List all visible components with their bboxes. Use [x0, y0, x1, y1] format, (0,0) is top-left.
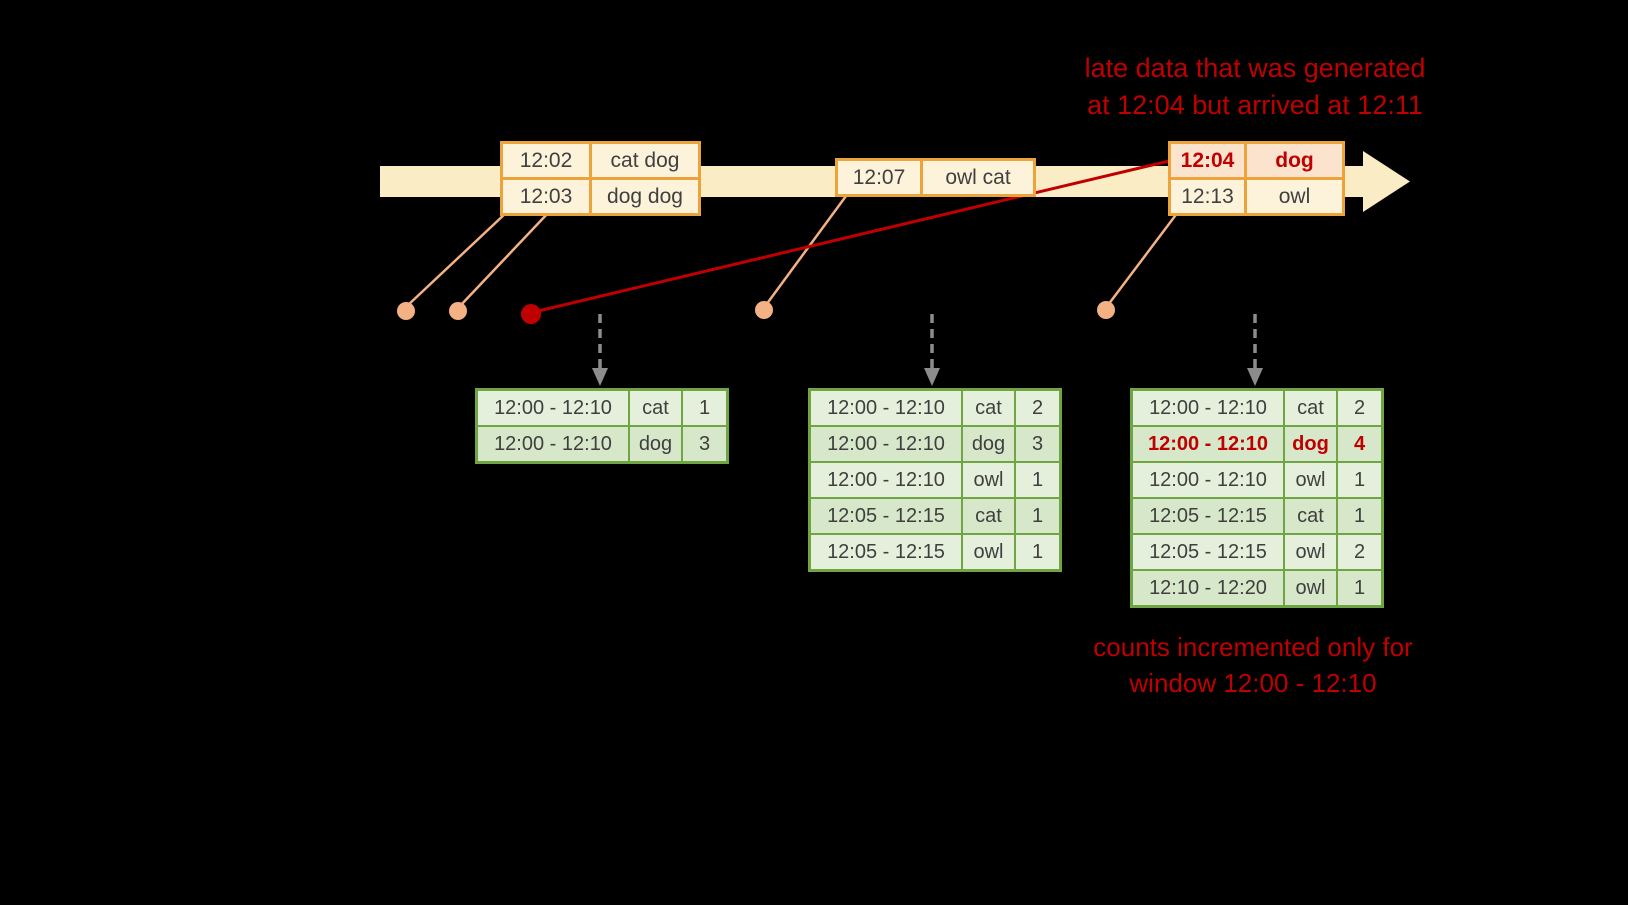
counts-note-line2: window 12:00 - 12:10: [1129, 667, 1377, 698]
table-row: 12:05 - 12:15 owl 1: [811, 533, 1059, 569]
table-row: 12:05 - 12:15 cat 1: [811, 497, 1059, 533]
table-row: 12:05 - 12:15 owl 2: [1133, 533, 1381, 569]
word-cell: owl: [961, 535, 1014, 569]
event-words-cell: owl cat: [920, 161, 1033, 194]
counts-note-line1: counts incremented only for: [1093, 632, 1413, 662]
result-table-3: 12:00 - 12:10 cat 2 12:00 - 12:10 dog 4 …: [1130, 388, 1384, 608]
table-row: 12:00 - 12:10 dog 3: [811, 425, 1059, 461]
event-dot: [755, 301, 773, 319]
event-dot: [1097, 301, 1115, 319]
window-cell: 12:10 - 12:20: [1149, 576, 1267, 599]
count-cell: 1: [681, 391, 726, 425]
count-cell: 3: [681, 427, 726, 461]
table-row: 12:00 - 12:10 cat 2: [811, 391, 1059, 425]
event-time-cell: 12:13: [1181, 184, 1234, 208]
count-cell: 1: [1014, 535, 1059, 569]
event-group-1: 12:02 cat dog 12:03 dog dog: [500, 141, 701, 216]
event-time-cell: 12:03: [519, 184, 573, 208]
table-row: 12:00 - 12:10 dog 3: [478, 425, 726, 461]
word-cell: cat: [961, 391, 1014, 425]
event-dots: [397, 301, 1115, 320]
late-data-dot: [521, 304, 541, 324]
event-group-3: 12:04 dog 12:13 owl: [1168, 141, 1345, 216]
event-group-2: 12:07 owl cat: [835, 158, 1036, 197]
event-row: 12:03 dog dog: [503, 177, 698, 213]
table-row: 12:05 - 12:15 cat 1: [1133, 497, 1381, 533]
window-cell: 12:05 - 12:15: [1149, 540, 1267, 563]
trigger-arrow-icon: [924, 314, 940, 386]
event-connector-lines: [406, 195, 1179, 307]
count-cell: 1: [1336, 463, 1381, 497]
word-cell: cat: [1283, 499, 1336, 533]
word-cell: cat: [628, 391, 681, 425]
word-cell: cat: [961, 499, 1014, 533]
event-time-cell: 12:07: [852, 165, 906, 189]
result-table-2: 12:00 - 12:10 cat 2 12:00 - 12:10 dog 3 …: [808, 388, 1062, 572]
event-words-cell: dog dog: [589, 180, 698, 213]
late-data-caption: late data that was generated at 12:04 bu…: [1030, 50, 1480, 125]
event-time-cell: 12:04: [1180, 148, 1235, 172]
table-row: 12:00 - 12:10 cat 1: [478, 391, 726, 425]
trigger-arrow-icon: [592, 314, 608, 386]
word-cell: cat: [1283, 391, 1336, 425]
counts-note-caption: counts incremented only for window 12:00…: [1038, 630, 1468, 702]
window-cell: 12:05 - 12:15: [827, 540, 945, 563]
count-cell: 1: [1014, 499, 1059, 533]
word-cell: dog: [628, 427, 681, 461]
window-cell: 12:00 - 12:10: [1149, 468, 1267, 491]
event-words-cell: cat dog: [589, 144, 698, 177]
event-row: 12:07 owl cat: [838, 161, 1033, 194]
late-data-line: [533, 159, 1170, 314]
word-cell: owl: [1283, 535, 1336, 569]
count-cell: 1: [1336, 571, 1381, 605]
count-cell: 2: [1336, 535, 1381, 569]
event-row: 12:13 owl: [1171, 177, 1342, 213]
table-row: 12:10 - 12:20 owl 1: [1133, 569, 1381, 605]
window-cell: 12:00 - 12:10: [827, 432, 945, 455]
count-cell: 2: [1014, 391, 1059, 425]
event-dot: [397, 302, 415, 320]
word-cell: owl: [1283, 463, 1336, 497]
word-cell: owl: [1283, 571, 1336, 605]
event-time-cell: 12:02: [519, 148, 573, 172]
window-cell: 12:05 - 12:15: [827, 504, 945, 527]
trigger-arrows: [592, 314, 1263, 386]
window-cell: 12:05 - 12:15: [1149, 504, 1267, 527]
window-cell: 12:00 - 12:10: [827, 396, 945, 419]
table-row-updated-late: 12:00 - 12:10 dog 4: [1133, 425, 1381, 461]
count-cell: 4: [1336, 427, 1381, 461]
event-words-cell: dog: [1244, 144, 1342, 177]
table-row: 12:00 - 12:10 owl 1: [811, 461, 1059, 497]
table-row: 12:00 - 12:10 cat 2: [1133, 391, 1381, 425]
table-row: 12:00 - 12:10 owl 1: [1133, 461, 1381, 497]
event-row: 12:02 cat dog: [503, 144, 698, 177]
trigger-arrow-icon: [1247, 314, 1263, 386]
window-cell: 12:00 - 12:10: [494, 396, 612, 419]
result-table-1: 12:00 - 12:10 cat 1 12:00 - 12:10 dog 3: [475, 388, 729, 464]
event-dot: [449, 302, 467, 320]
late-data-caption-line1: late data that was generated: [1084, 53, 1426, 83]
count-cell: 2: [1336, 391, 1381, 425]
window-cell: 12:00 - 12:10: [1147, 432, 1269, 455]
late-data-caption-line2: at 12:04 but arrived at 12:11: [1087, 90, 1423, 121]
count-cell: 3: [1014, 427, 1059, 461]
count-cell: 1: [1336, 499, 1381, 533]
event-words-cell: owl: [1244, 180, 1342, 213]
window-cell: 12:00 - 12:10: [494, 432, 612, 455]
count-cell: 1: [1014, 463, 1059, 497]
window-cell: 12:00 - 12:10: [827, 468, 945, 491]
word-cell: dog: [961, 427, 1014, 461]
word-cell: dog: [1283, 427, 1336, 461]
window-cell: 12:00 - 12:10: [1149, 396, 1267, 419]
word-cell: owl: [961, 463, 1014, 497]
event-row-late: 12:04 dog: [1171, 144, 1342, 177]
